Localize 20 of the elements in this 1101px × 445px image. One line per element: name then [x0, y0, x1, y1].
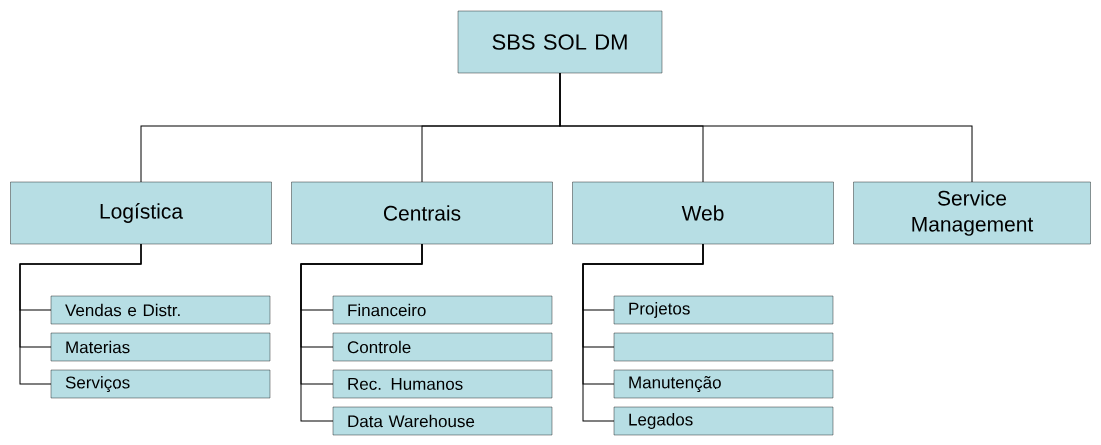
category-box: Legados	[613, 406, 834, 436]
category-box: Manutenção	[613, 369, 834, 399]
title-box: SBS SOL DM	[457, 10, 663, 74]
department-box: Web	[572, 181, 834, 245]
category-box: Serviços	[50, 369, 271, 399]
category-box: Data Warehouse	[332, 406, 553, 436]
department-box: Logística	[10, 181, 272, 245]
category-box: Vendas e Distr.	[50, 295, 271, 325]
connector-line	[582, 243, 704, 422]
category-box: Controle	[332, 332, 553, 362]
department-box: Service Management	[853, 181, 1091, 245]
department-box: Centrais	[291, 181, 553, 245]
connector-line	[300, 243, 423, 422]
category-box: Projetos	[613, 295, 834, 325]
category-box: Materias	[50, 332, 271, 362]
category-box	[613, 332, 834, 362]
connector-line	[559, 72, 973, 183]
category-box: Rec. Humanos	[332, 369, 553, 399]
category-box: Financeiro	[332, 295, 553, 325]
connector-line	[19, 243, 142, 385]
